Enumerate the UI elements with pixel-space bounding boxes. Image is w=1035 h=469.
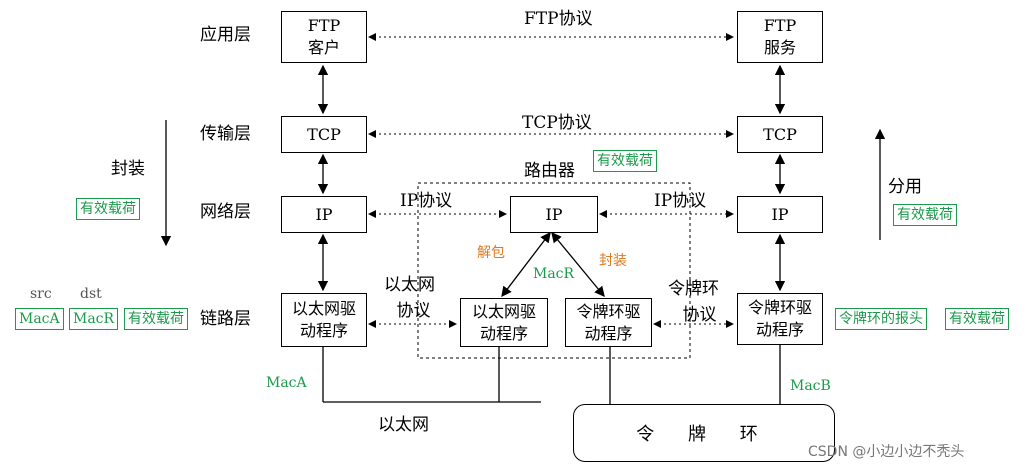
token-header-box: 令牌环的报头 xyxy=(835,308,927,330)
payload-demultiplex-box: 有效载荷 xyxy=(893,204,957,226)
eth-driver-router-line1: 以太网驱 xyxy=(471,301,536,321)
token-driver-router-line2: 动程序 xyxy=(584,323,633,343)
router-boundary xyxy=(417,182,691,359)
layer-transport-label: 传输层 xyxy=(200,124,251,144)
token-driver-right-box: 令牌环驱 动程序 xyxy=(737,293,823,345)
layer-network-label: 网络层 xyxy=(200,202,251,222)
token-protocol-line1: 令牌环 xyxy=(668,279,719,299)
ip-right-text: IP xyxy=(771,204,789,224)
ftp-client-box: FTP 客户 xyxy=(281,11,367,63)
tcp-right-box: TCP xyxy=(737,116,823,153)
src-label: src xyxy=(30,286,52,302)
token-ring-label: 令 牌 环 xyxy=(636,424,772,445)
payload-router-box: 有效载荷 xyxy=(593,150,657,172)
ftp-client-line1: FTP xyxy=(307,16,341,35)
dst-label: dst xyxy=(80,286,102,302)
tcp-left-box: TCP xyxy=(281,116,367,153)
token-driver-router-box: 令牌环驱 动程序 xyxy=(565,298,652,347)
eth-driver-router-box: 以太网驱 动程序 xyxy=(460,298,548,347)
token-driver-right-line1: 令牌环驱 xyxy=(747,298,812,317)
maca-label: MacA xyxy=(266,375,307,391)
frame-payload: 有效载荷 xyxy=(124,308,188,330)
token-protocol-line2: 协议 xyxy=(682,305,717,325)
frame-src-mac: MacA xyxy=(15,308,64,330)
token-protocol-label: 令牌环 协议 xyxy=(668,276,719,328)
ip-left-protocol-label: IP协议 xyxy=(400,191,453,211)
layer-link-label: 链路层 xyxy=(200,309,251,329)
ip-router-box: IP xyxy=(510,196,598,233)
ip-left-text: IP xyxy=(315,204,333,224)
ftp-protocol-label: FTP协议 xyxy=(524,9,593,29)
frame-dst-mac: MacR xyxy=(69,308,119,330)
ethernet-protocol-line2: 协议 xyxy=(396,301,431,321)
layer-application-label: 应用层 xyxy=(200,25,251,45)
tcp-left-text: TCP xyxy=(307,124,341,144)
ethernet-label: 以太网 xyxy=(378,415,429,435)
ip-router-text: IP xyxy=(545,204,563,224)
watermark: CSDN @小边小边不秃头 xyxy=(808,444,965,460)
payload-encapsulate-box: 有效载荷 xyxy=(76,198,140,220)
ethernet-protocol-label: 以太网 协议 xyxy=(384,272,435,324)
ip-left-box: IP xyxy=(281,196,367,233)
ftp-server-line2: 服务 xyxy=(763,38,796,57)
macr-label: MacR xyxy=(533,266,575,282)
token-payload-box: 有效载荷 xyxy=(945,308,1009,330)
eth-driver-left-line2: 动程序 xyxy=(299,321,348,340)
ftp-server-box: FTP 服务 xyxy=(737,11,823,63)
unpack-label: 解包 xyxy=(477,245,505,261)
eth-driver-router-line2: 动程序 xyxy=(479,323,528,343)
ftp-server-line1: FTP xyxy=(763,16,797,35)
tcp-right-text: TCP xyxy=(763,124,797,144)
demultiplex-label: 分用 xyxy=(888,177,922,197)
ethernet-protocol-line1: 以太网 xyxy=(384,275,435,295)
eth-driver-left-box: 以太网驱 动程序 xyxy=(281,293,367,347)
token-driver-router-line1: 令牌环驱 xyxy=(576,301,641,321)
ftp-client-line2: 客户 xyxy=(307,38,340,57)
ip-right-box: IP xyxy=(737,196,823,233)
macb-label: MacB xyxy=(790,378,831,394)
token-ring-network: 令 牌 环 xyxy=(573,404,835,462)
router-label: 路由器 xyxy=(524,161,575,181)
arrow-router-ip-token xyxy=(551,231,605,298)
ip-right-protocol-label: IP协议 xyxy=(654,191,707,211)
encapsulate-label: 封装 xyxy=(111,159,145,179)
token-driver-right-line2: 动程序 xyxy=(755,320,804,339)
arrow-router-ip-eth xyxy=(501,231,551,298)
eth-driver-left-line1: 以太网驱 xyxy=(291,299,356,318)
repack-label: 封装 xyxy=(599,253,627,269)
tcp-protocol-label: TCP协议 xyxy=(522,113,592,133)
